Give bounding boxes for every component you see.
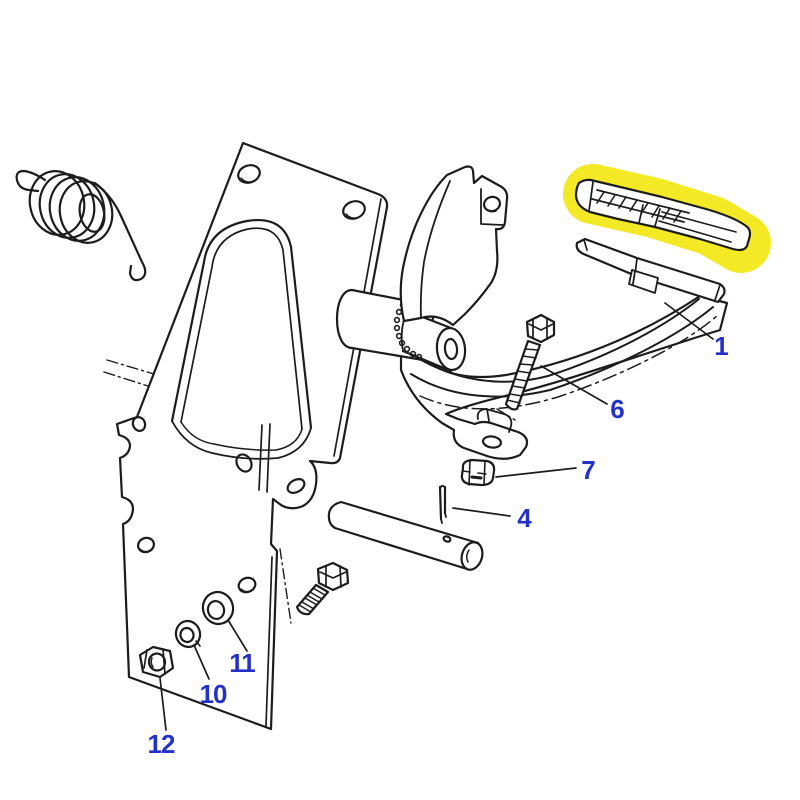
leader-6 <box>540 365 608 405</box>
leader-11 <box>227 619 248 652</box>
cotter-pin <box>438 484 447 524</box>
pivot-bolt <box>496 313 556 421</box>
callout-6[interactable]: 6 <box>610 394 625 424</box>
callout-7[interactable]: 7 <box>581 455 596 485</box>
clevis-pin <box>327 500 484 571</box>
mounting-bracket <box>103 141 389 731</box>
pedal-plate <box>575 237 726 304</box>
pedal-pad[interactable] <box>574 178 752 252</box>
leader-4 <box>452 507 511 517</box>
pedal-arm <box>399 294 729 460</box>
leader-12 <box>159 677 167 731</box>
leader-10 <box>193 644 210 680</box>
leader-7 <box>495 467 577 478</box>
callout-10[interactable]: 10 <box>199 679 228 709</box>
torsion-spring-icon <box>15 169 147 282</box>
hex-nut <box>138 645 175 679</box>
callout-4[interactable]: 4 <box>517 503 532 533</box>
pedal-fork-bracket <box>399 165 509 327</box>
lock-washer <box>174 619 202 649</box>
flat-washer <box>201 590 235 626</box>
mounting-bolt <box>279 548 350 624</box>
flange-nut <box>460 458 496 487</box>
callout-11[interactable]: 11 <box>229 648 255 678</box>
callout-leader-lines <box>159 302 714 731</box>
leader-1 <box>664 302 714 340</box>
callout-1[interactable]: 1 <box>714 331 729 361</box>
callout-12[interactable]: 12 <box>147 729 176 759</box>
